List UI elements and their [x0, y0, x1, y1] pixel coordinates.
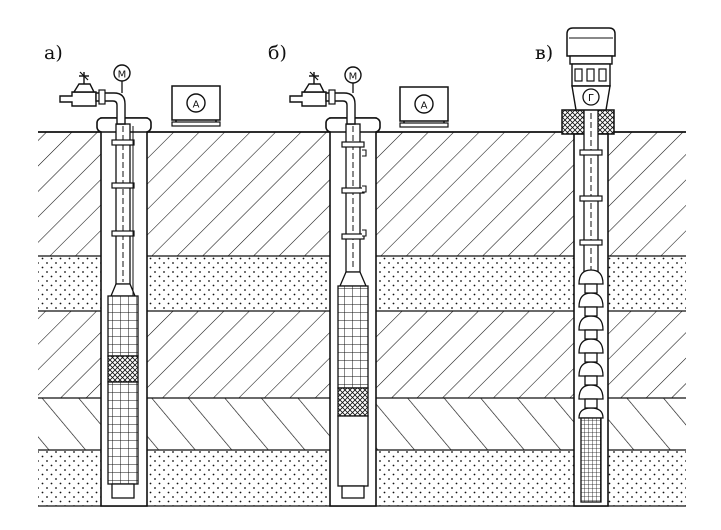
gauge-symbol: M — [349, 72, 358, 83]
gauge-symbol: M — [118, 70, 127, 81]
ammeter-symbol: A — [421, 101, 428, 112]
pump-discharge-head — [110, 283, 136, 297]
pump-intake — [107, 355, 139, 383]
panel-label-b: б) — [268, 42, 287, 64]
valve-icon — [59, 71, 97, 107]
panel-a-well: M A — [59, 64, 221, 507]
pump-screen — [337, 285, 369, 389]
panel-label-a: а) — [44, 42, 63, 64]
pressure-gauge-icon: M — [113, 64, 131, 82]
motor-body — [337, 415, 369, 487]
pump-stages — [578, 269, 604, 419]
ammeter-box-icon: A — [171, 85, 221, 127]
panel-label-c: в) — [535, 42, 554, 64]
pump-intake — [337, 387, 369, 417]
suction-screen — [580, 417, 602, 503]
flowmeter-symbol: Г — [588, 93, 594, 104]
pump-screen — [107, 295, 139, 357]
panel-c-well: Г — [561, 27, 616, 507]
pressure-gauge-icon: M — [344, 66, 362, 84]
ammeter-symbol: A — [193, 100, 200, 111]
valve-icon — [289, 71, 327, 107]
ammeter-box-icon: A — [399, 86, 449, 128]
motor-housing-icon: Г — [566, 27, 616, 111]
panel-b-well: M A — [289, 66, 449, 507]
motor-body — [107, 381, 139, 485]
